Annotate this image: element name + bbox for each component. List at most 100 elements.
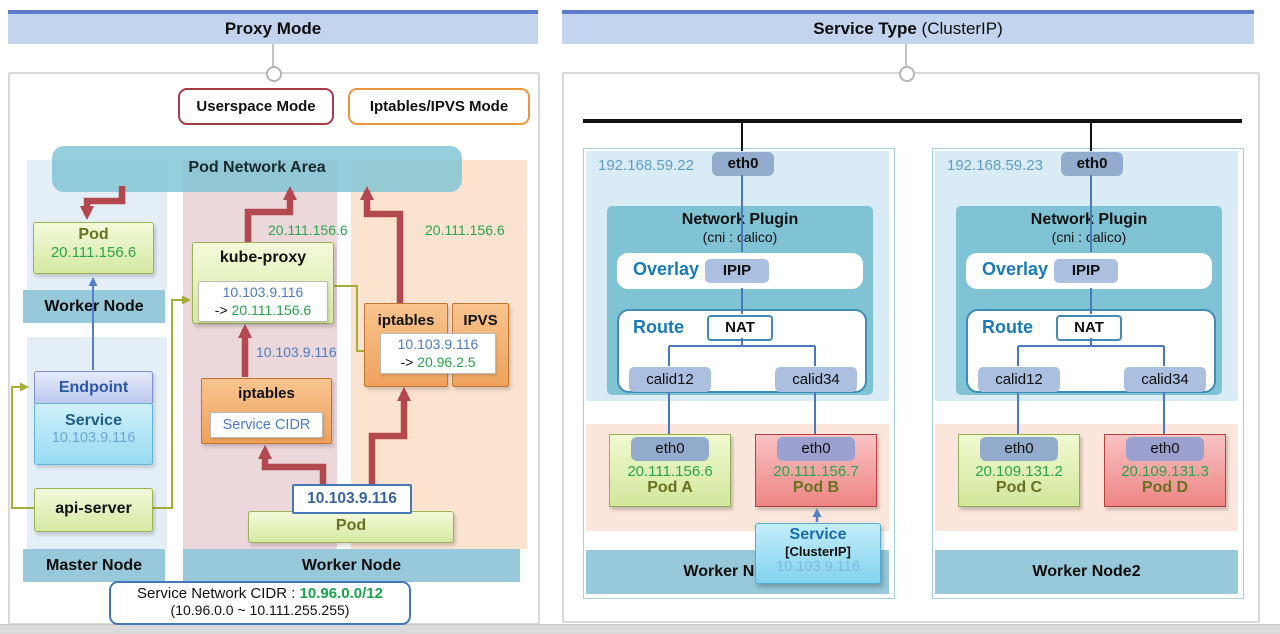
node2-plugin-cni: (cni : calico)	[1051, 229, 1127, 245]
worker-node-band-left-label: Worker Node	[44, 298, 144, 315]
pod-box-ip: 20.111.156.6	[50, 244, 137, 261]
cidr-range: (10.96.0.0 ~ 10.111.255.255)	[170, 602, 350, 618]
bottom-window-edge	[0, 624, 1280, 634]
node2-calid34-label: calid34	[1141, 371, 1189, 388]
pod-box-title: Pod	[78, 226, 109, 243]
cidr-prefix: Service Network CIDR :	[137, 585, 300, 602]
node2-calid12-label: calid12	[995, 371, 1043, 388]
node2-host-ip: 192.168.59.23	[947, 157, 1043, 174]
node1-eth0-label: eth0	[727, 155, 759, 172]
node1-overlay-label: Overlay	[633, 259, 700, 279]
node1-pod-b-eth0-label: eth0	[801, 440, 831, 457]
cidr-value: 10.96.0.0/12	[299, 585, 383, 602]
worker-node-band-left: Worker Node	[23, 290, 165, 323]
iptables-mid-title: iptables	[238, 385, 295, 402]
right-connector-stem	[905, 44, 907, 68]
node1-nat-box: NAT	[707, 315, 773, 341]
node2-pod-c-ip: 20.109.131.2	[975, 463, 1063, 480]
node2-calid12-tag: calid12	[978, 367, 1060, 392]
service-box-left: Service 10.103.9.116	[34, 403, 153, 465]
combo-from-ip: 10.103.9.116	[397, 336, 479, 352]
node1-nat-label: NAT	[725, 319, 755, 336]
pod-dest-ip-box: 10.103.9.116	[292, 484, 412, 514]
flow-label-to-kubeproxy: 10.103.9.116	[256, 344, 337, 360]
proxy-mode-title: Proxy Mode	[224, 19, 322, 38]
node2-eth0-label: eth0	[1076, 155, 1108, 172]
mapping-from-ip: 10.103.9.116	[222, 284, 304, 300]
node2-overlay-label: Overlay	[982, 259, 1049, 279]
node1-ipip-tag: IPIP	[705, 259, 769, 283]
iptables-ipvs-mode-box: Iptables/IPVS Mode	[348, 88, 530, 125]
node2-nat-box: NAT	[1056, 315, 1122, 341]
node2-band: Worker Node2	[935, 550, 1238, 594]
service-box-left-title: Service	[65, 412, 122, 429]
node1-calid12-label: calid12	[646, 371, 694, 388]
service-clusterip-box: Service [ClusterIP] 10.103.9.116	[755, 523, 881, 584]
node1-pod-a-ip: 20.111.156.6	[627, 463, 713, 480]
node2-pod-d-eth0-label: eth0	[1150, 440, 1180, 457]
node2-pod-c-eth0-tag: eth0	[980, 437, 1058, 461]
worker-node2-box: 192.168.59.23 eth0 Network Plugin (cni :…	[932, 148, 1244, 599]
flow-label-ipvs-up: 20.111.156.6	[425, 222, 505, 238]
node1-host-ip: 192.168.59.22	[598, 157, 694, 174]
node1-pod-b: eth0 20.111.156.7 Pod B	[755, 434, 877, 507]
right-connector-circle	[899, 66, 915, 82]
node2-route-label: Route	[982, 317, 1033, 337]
node1-calid12-tag: calid12	[629, 367, 711, 392]
node1-pod-a: eth0 20.111.156.6 Pod A	[609, 434, 731, 507]
service-clusterip-title: Service	[789, 526, 847, 543]
node2-pod-c: eth0 20.109.131.2 Pod C	[958, 434, 1080, 507]
node2-pod-d-eth0-tag: eth0	[1126, 437, 1204, 461]
pod-network-area-label: Pod Network Area	[188, 159, 326, 176]
api-server-box: api-server	[34, 488, 153, 532]
pod-network-area: Pod Network Area	[52, 146, 462, 192]
service-network-cidr-note: Service Network CIDR : 10.96.0.0/12 (10.…	[109, 581, 411, 625]
node1-plugin-cni: (cni : calico)	[702, 229, 778, 245]
node1-eth0-tag: eth0	[712, 152, 774, 176]
proxy-mode-header: Proxy Mode	[8, 10, 538, 44]
node2-ipip-tag: IPIP	[1054, 259, 1118, 283]
node1-plugin-title: Network Plugin	[681, 211, 799, 228]
combo-nat-mapping: 10.103.9.116 -> 20.96.2.5	[380, 333, 496, 374]
node2-nat-label: NAT	[1074, 319, 1104, 336]
combo-to-ip: 20.96.2.5	[417, 354, 476, 370]
node1-pod-b-eth0-tag: eth0	[777, 437, 855, 461]
node1-calid34-tag: calid34	[775, 367, 857, 392]
flow-label-userspace-up: 20.111.156.6	[268, 222, 348, 238]
node2-calid34-tag: calid34	[1124, 367, 1206, 392]
mapping-to-ip: 20.111.156.6	[231, 302, 312, 318]
node1-pod-b-ip: 20.111.156.7	[773, 463, 859, 480]
worker-node-band-mid-label: Worker Node	[301, 557, 402, 574]
left-connector-circle	[266, 66, 282, 82]
endpoint-box: Endpoint	[34, 371, 153, 405]
node1-route-label: Route	[633, 317, 684, 337]
iptables-ipvs-mode-label: Iptables/IPVS Mode	[369, 98, 509, 115]
service-type-header: Service Type (ClusterIP)	[562, 10, 1254, 44]
node1-pod-b-name: Pod B	[792, 479, 840, 496]
node1-calid34-label: calid34	[792, 371, 840, 388]
service-type-subtitle: (ClusterIP)	[916, 19, 1003, 38]
userspace-mode-label: Userspace Mode	[196, 98, 316, 115]
kube-proxy-title: kube-proxy	[219, 249, 307, 266]
node2-pod-c-eth0-label: eth0	[1004, 440, 1034, 457]
pod-bottom-title: Pod	[335, 517, 367, 534]
pod-dest-ip: 10.103.9.116	[307, 490, 397, 507]
node1-pod-a-eth0-tag: eth0	[631, 437, 709, 461]
service-cidr-inner-box: Service CIDR	[210, 412, 323, 438]
worker-node-band-mid: Worker Node	[183, 549, 520, 582]
mapping-arrow: ->	[214, 302, 228, 318]
pod-box-worker: Pod 20.111.156.6	[33, 222, 154, 274]
userspace-mode-box: Userspace Mode	[178, 88, 334, 125]
node2-ipip-label: IPIP	[1071, 262, 1101, 279]
node1-ipip-label: IPIP	[722, 262, 752, 279]
ipvs-title: IPVS	[463, 312, 498, 329]
service-clusterip-type: [ClusterIP]	[785, 544, 851, 559]
node2-plugin-title: Network Plugin	[1030, 211, 1148, 228]
service-box-left-ip: 10.103.9.116	[51, 430, 136, 446]
master-node-band: Master Node	[23, 549, 165, 582]
service-type-title: Service Type	[813, 19, 917, 38]
node2-pod-d-name: Pod D	[1141, 479, 1189, 496]
node2-pod-d: eth0 20.109.131.3 Pod D	[1104, 434, 1226, 507]
node2-eth0-tag: eth0	[1061, 152, 1123, 176]
